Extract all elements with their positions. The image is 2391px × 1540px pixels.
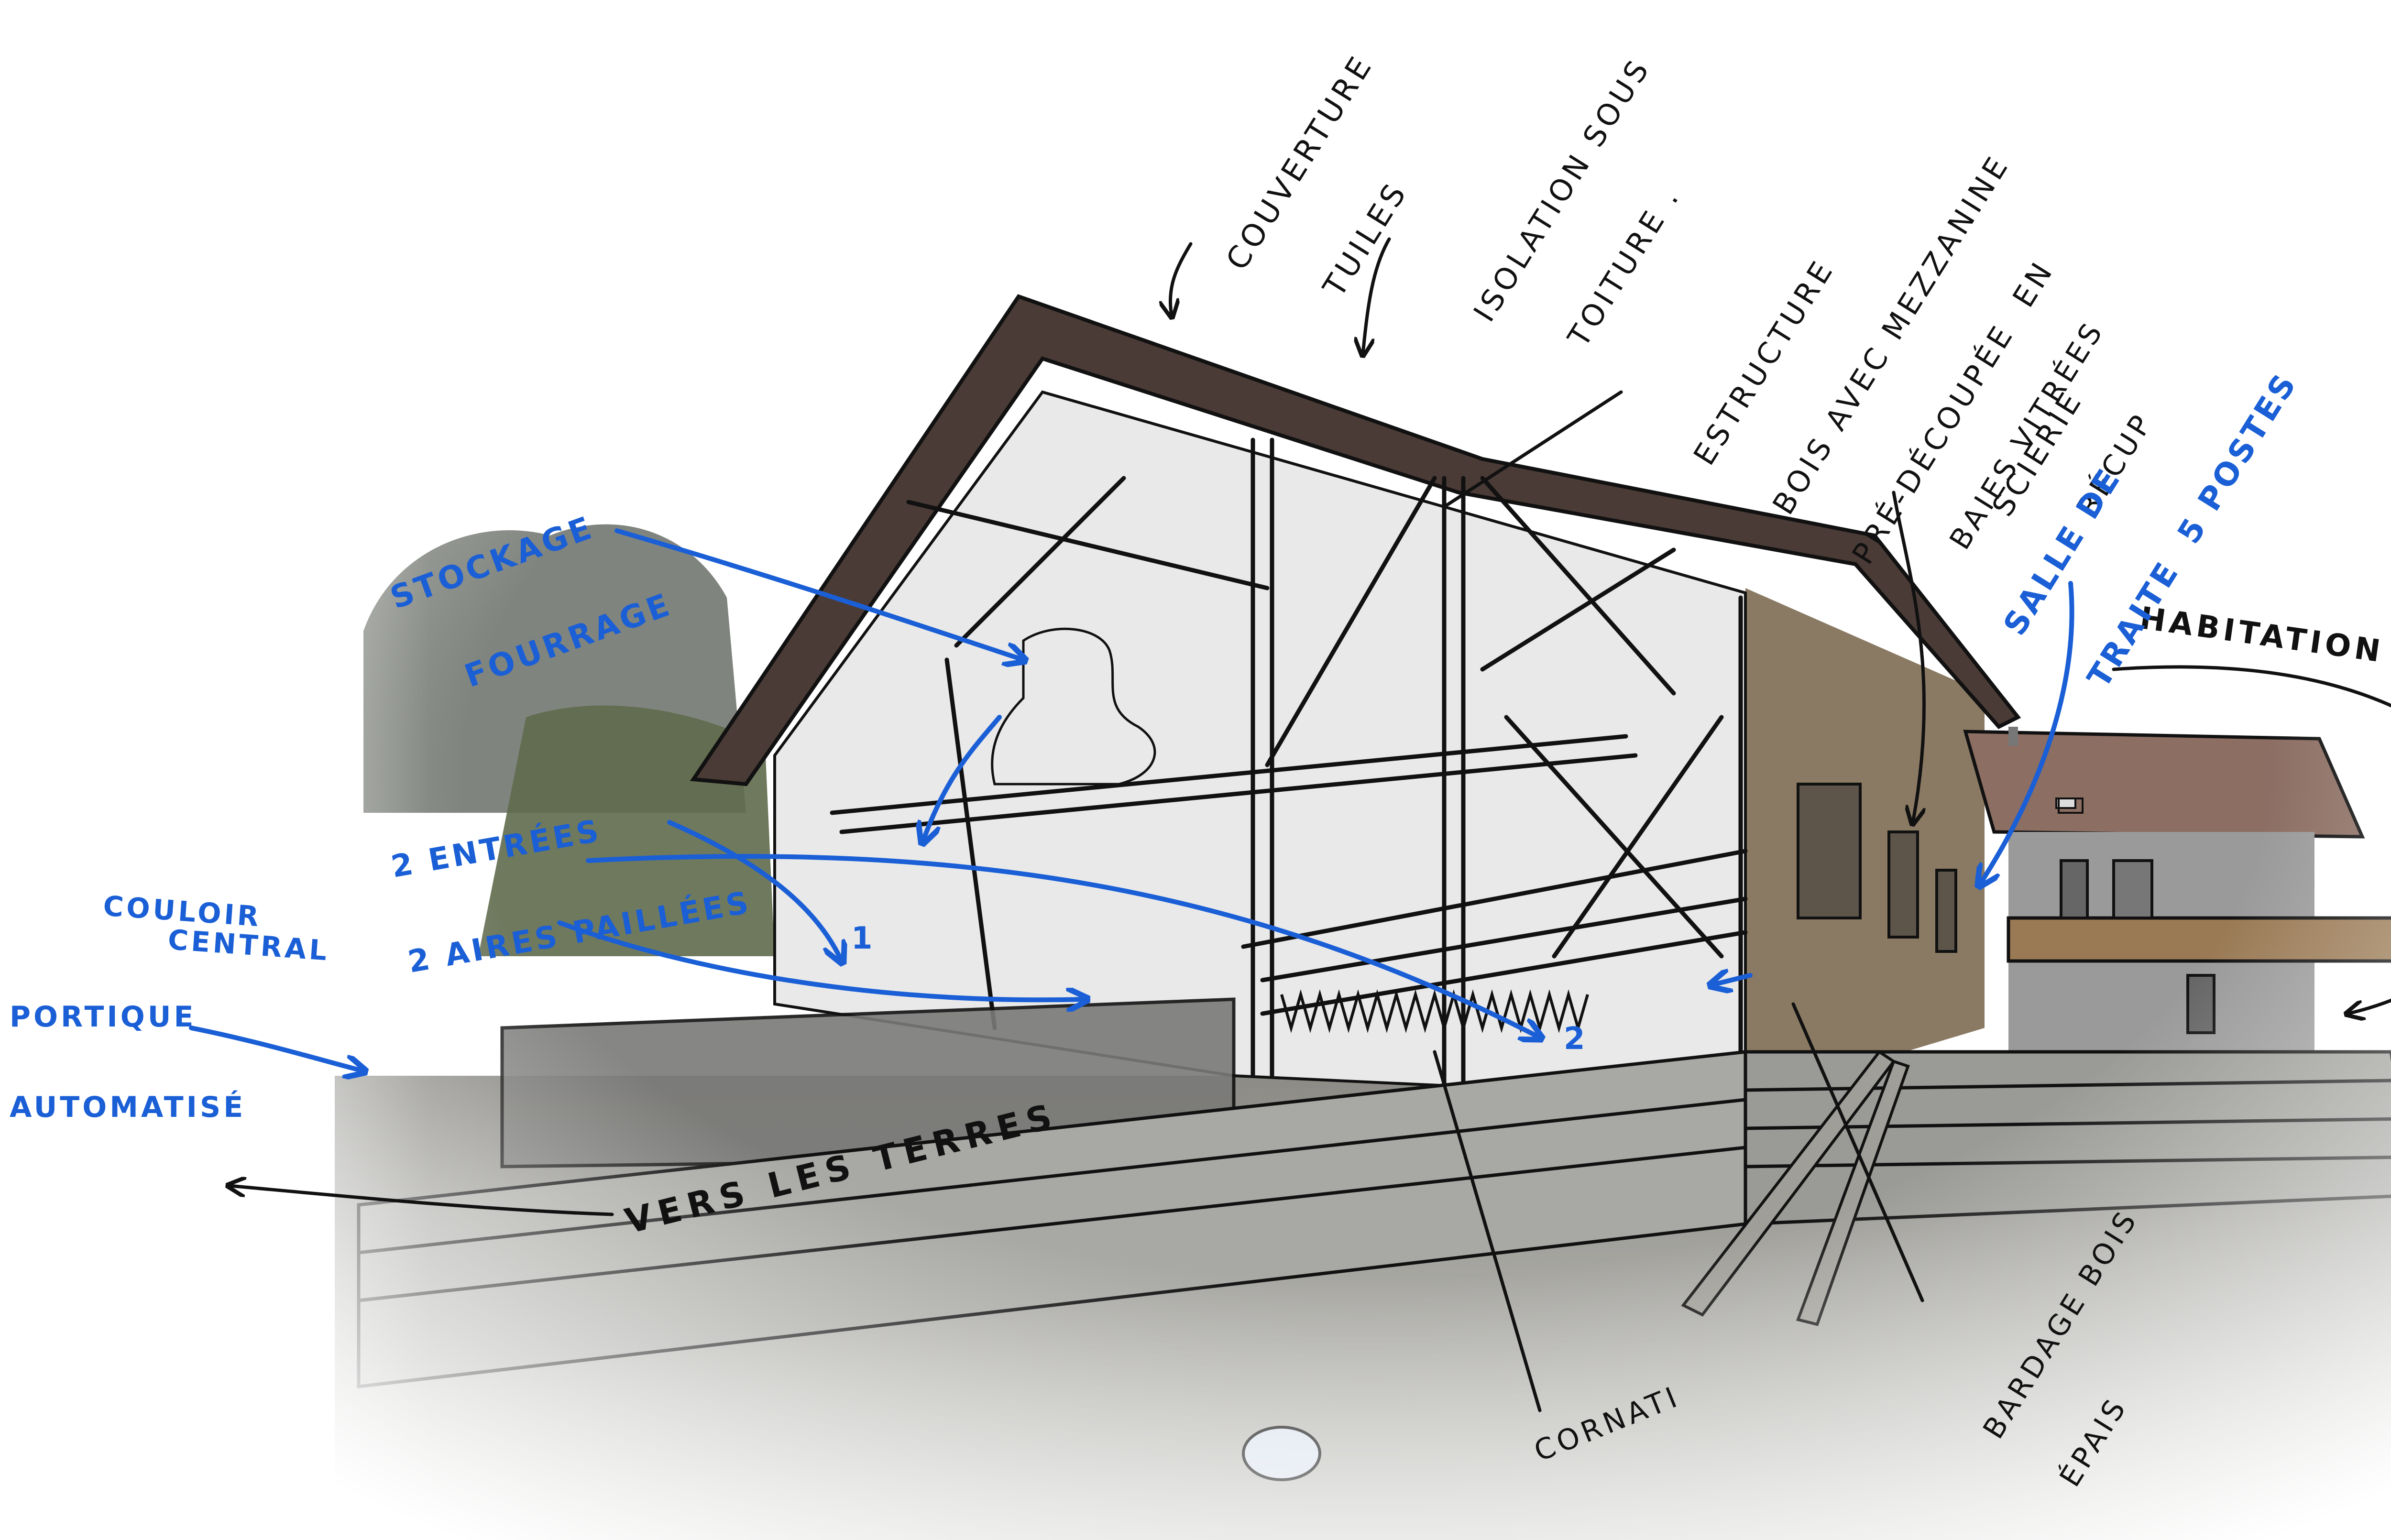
label-line: STOCKAGE (385, 508, 599, 616)
blue-leaders (189, 528, 2074, 1071)
label-line: PORTIQUE (10, 1000, 197, 1034)
black-leaders (230, 237, 2391, 1412)
entry-number-2: 2 (1564, 1021, 1588, 1057)
label-line: 2 ENTRÉES (388, 813, 604, 885)
label-line: AUTOMATISÉ (10, 1091, 246, 1124)
label-portique: PORTIQUE AUTOMATISÉ (10, 942, 246, 1153)
entry-number-1: 1 (851, 921, 876, 956)
